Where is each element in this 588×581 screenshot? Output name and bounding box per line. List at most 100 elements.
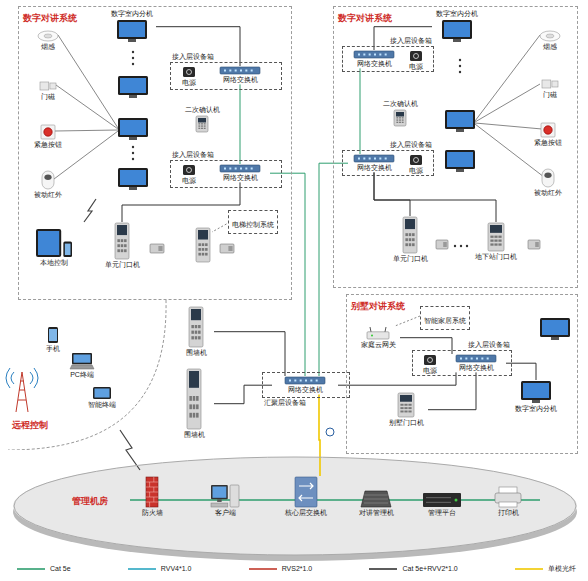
icon-part: [447, 112, 473, 127]
icon-part: [191, 331, 194, 334]
legend-text: Cat 5e: [50, 565, 71, 573]
device-node: 本地控制: [28, 228, 80, 267]
device-node: 地下站门口机: [470, 222, 522, 261]
device-label: 网络交换机: [459, 364, 494, 372]
icon-part: [541, 123, 555, 137]
legend-text: Cat 5e+RVV2*1.0: [402, 565, 457, 573]
icon-part: [490, 243, 493, 245]
device-label: 网络交换机: [288, 386, 323, 394]
icon-part: [436, 240, 448, 249]
device-label: 紧急按钮: [34, 141, 62, 149]
icon-part: [38, 231, 59, 255]
illustration: [459, 59, 461, 61]
icon-part: [363, 158, 365, 160]
icon-part: [396, 120, 398, 121]
device-label: 网络交换机: [357, 60, 392, 68]
icon-part: [229, 168, 231, 170]
device-icon: [114, 222, 130, 260]
device-icon: [520, 380, 552, 404]
icon-part: [201, 128, 203, 129]
device-label: 围墙机: [184, 431, 205, 439]
illustration: [475, 35, 540, 121]
icon-part: [354, 155, 394, 162]
icon-part: [153, 497, 154, 502]
icon-part: [300, 380, 302, 382]
icon-part: [196, 413, 199, 418]
icon-part: [546, 34, 554, 38]
icon-part: [540, 318, 570, 337]
cable-connector: [338, 372, 456, 385]
icon-part: [196, 116, 208, 132]
device-label: 本地控制: [40, 259, 68, 267]
device-label: 防火墙: [142, 509, 163, 517]
icon-part: [535, 242, 539, 247]
legend-text: 单模光纤: [548, 565, 576, 573]
icon-part: [456, 129, 464, 132]
device-node: 数字室内分机: [508, 380, 564, 413]
icon-part: [528, 240, 540, 249]
device-node: 单元门口机: [388, 216, 432, 263]
icon-part: [399, 122, 401, 123]
icon-part: [191, 336, 194, 339]
illustration: [475, 124, 544, 177]
icon-part: [544, 126, 552, 134]
device-label: PC终端: [70, 371, 94, 379]
icon-part: [44, 128, 52, 136]
icon-part: [404, 411, 407, 413]
icon-part: [198, 118, 206, 122]
device-icon: [445, 110, 475, 132]
icon-part: [120, 120, 146, 135]
icon-part: [187, 168, 192, 173]
device-icon: [182, 66, 196, 78]
illustration: [460, 245, 462, 247]
device-icon: [37, 30, 59, 42]
device-node: 别墅门口机: [384, 392, 428, 427]
cable-connector: [240, 84, 241, 164]
device-node: 单元门口机: [100, 222, 144, 269]
device-label: 地下站门口机: [475, 253, 517, 261]
icon-part: [198, 128, 200, 129]
cable-connector: [506, 363, 536, 380]
icon-part: [494, 236, 497, 238]
legend-text: RVV4*1.0: [161, 565, 192, 573]
icon-part: [198, 253, 201, 256]
legend-line: [16, 566, 46, 572]
icon-part: [424, 355, 436, 365]
device-node: 核心层交换机: [280, 476, 332, 517]
room-outline: [12, 452, 578, 562]
device-icon: [145, 476, 159, 508]
icon-part: [49, 329, 57, 341]
device-node: 网络交换机: [348, 50, 400, 68]
machine-room-ellipse: 管理机房防火墙客户端核心层交换机对讲管理机管理平台打印机: [12, 452, 578, 562]
icon-part: [120, 170, 146, 185]
device-node: 紧急按钮: [24, 124, 72, 149]
icon-part: [63, 242, 72, 257]
system-region: 别墅对讲系统智能家居系统家庭云网关接入层设备箱电源网络交换机别墅门口机数字室内分…: [346, 294, 578, 454]
device-icon: [540, 122, 556, 138]
icon-part: [404, 407, 407, 409]
device-label: 网络交换机: [357, 164, 392, 172]
icon-part: [404, 404, 407, 406]
icon-part: [399, 118, 401, 119]
icon-part: [369, 158, 371, 160]
icon-part: [374, 158, 376, 160]
icon-part: [412, 238, 415, 241]
device-node: 手机: [40, 326, 66, 353]
cable-connector: [122, 182, 240, 222]
icon-part: [191, 325, 194, 328]
icon-part: [295, 477, 317, 507]
icon-part: [414, 54, 419, 59]
icon-part: [198, 124, 200, 125]
device-icon: [219, 66, 261, 75]
device-icon: [47, 326, 59, 344]
device-icon: [409, 50, 423, 62]
icon-part: [128, 39, 136, 42]
illustration: [395, 316, 420, 326]
illustration: [132, 146, 134, 148]
device-icon: [118, 168, 148, 190]
icon-part: [230, 485, 239, 507]
device-label: 被动红外: [34, 191, 62, 199]
icon-part: [183, 67, 195, 77]
device-node: 烟感: [28, 30, 68, 51]
icon-part: [490, 240, 493, 242]
